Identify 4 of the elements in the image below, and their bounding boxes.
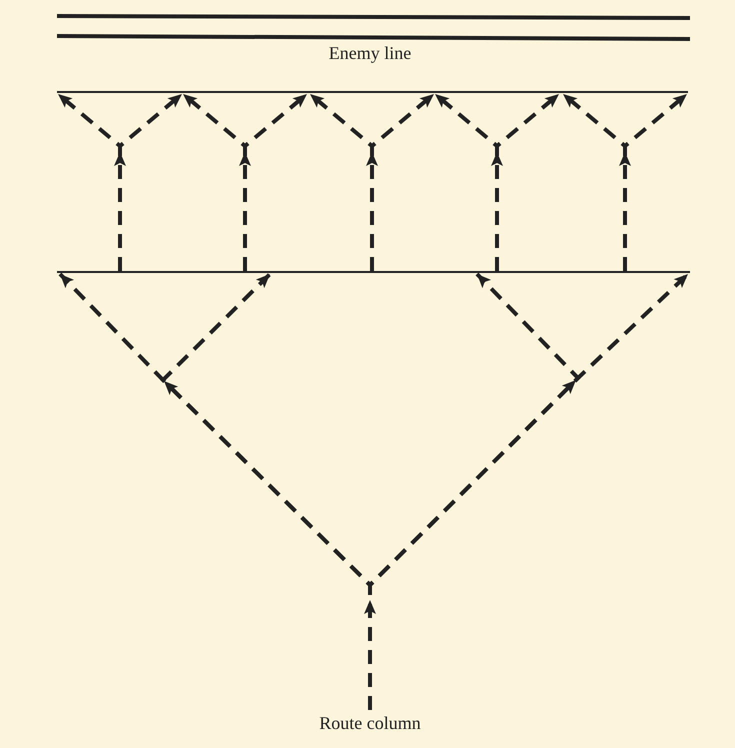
start-line	[57, 271, 690, 273]
front-line	[57, 91, 688, 93]
enemy-line-label: Enemy line	[270, 40, 470, 66]
route-column-label: Route column	[270, 710, 470, 736]
